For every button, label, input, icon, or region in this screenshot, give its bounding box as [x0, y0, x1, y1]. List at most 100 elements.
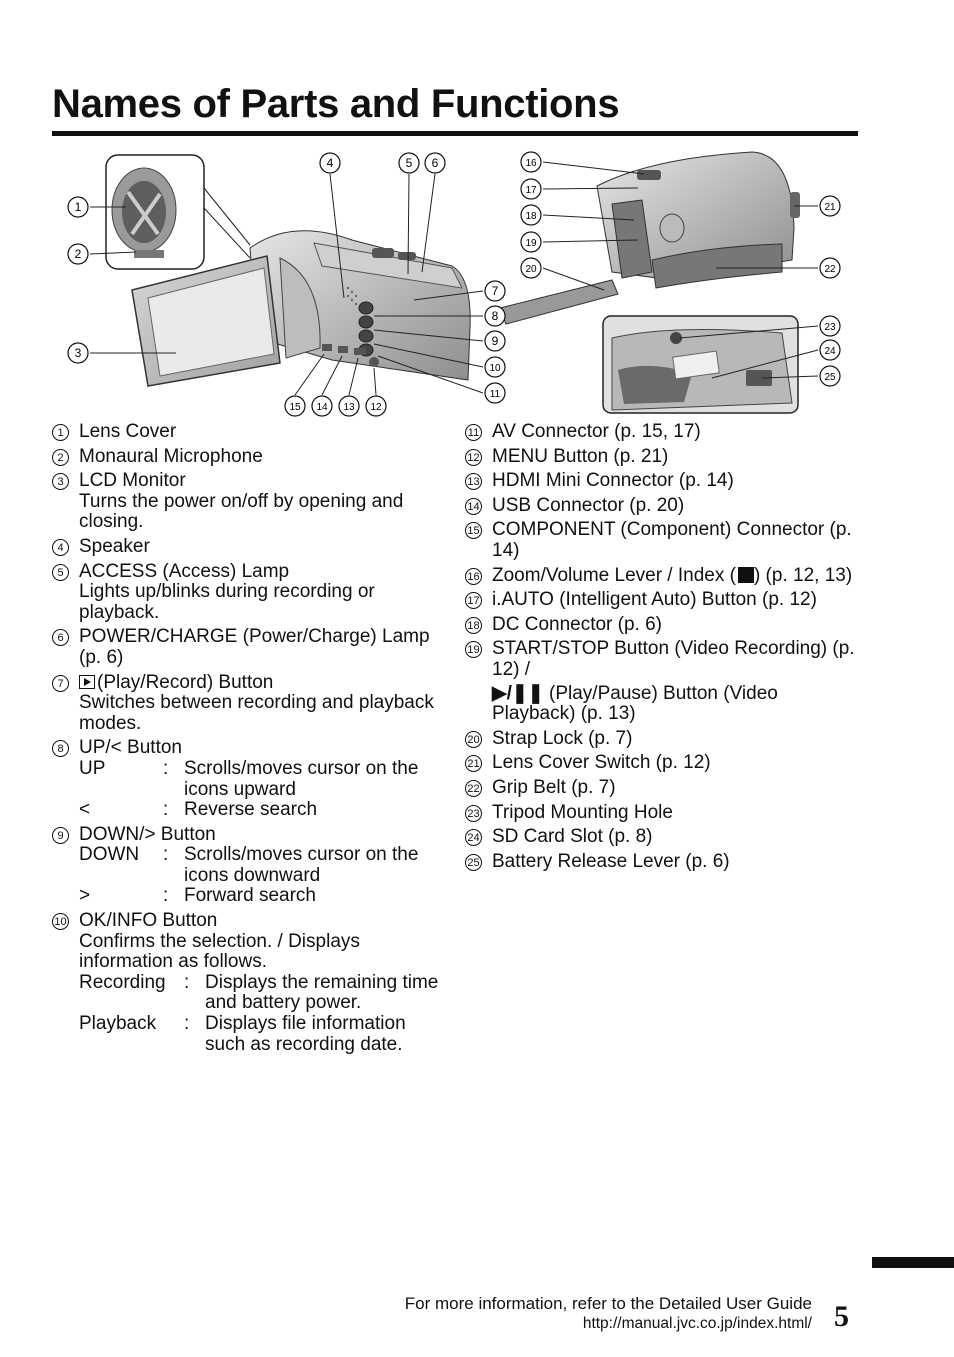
callout-20: 20: [520, 257, 542, 279]
callout-19: 19: [520, 231, 542, 253]
callout-label: 24: [824, 346, 836, 357]
item-number: 22: [465, 779, 482, 797]
callout-label: 14: [316, 402, 328, 413]
sub-entry: Playback:Displays file information such …: [79, 1013, 447, 1055]
callout-4: 4: [319, 152, 341, 174]
callout-5: 5: [398, 152, 420, 174]
item-name: COMPONENT (Component) Connector (p. 14): [492, 519, 852, 561]
callout-label: 8: [492, 309, 499, 323]
item-name-line2: (Play/Pause) Button (Video Playback) (p.…: [492, 682, 778, 725]
sub-separator: :: [163, 799, 169, 821]
item-name: i.AUTO (Intelligent Auto) Button (p. 12): [492, 589, 817, 611]
index-icon: [735, 566, 754, 583]
item-name: AV Connector (p. 15, 17): [492, 421, 701, 442]
play-record-icon: [79, 674, 95, 689]
sub-key: UP: [79, 757, 106, 779]
item-description: Confirms the selection. / Displays infor…: [79, 930, 360, 973]
item-name: DOWN/> Button: [79, 823, 216, 845]
footer: For more information, refer to the Detai…: [405, 1294, 812, 1334]
list-item: 5 ACCESS (Access) Lamp Lights up/blinks …: [52, 561, 447, 624]
item-name: Strap Lock (p. 7): [492, 727, 633, 749]
list-item: 21 Lens Cover Switch (p. 12): [465, 753, 865, 774]
item-number: 7: [52, 674, 69, 692]
callout-label: 17: [525, 185, 537, 196]
callout-label: 15: [289, 402, 301, 413]
sub-entry: Recording:Displays the remaining time an…: [79, 971, 447, 1014]
callout-12: 12: [365, 395, 387, 417]
sub-entry: <:Reverse search: [79, 799, 447, 821]
callout-label: 20: [525, 264, 537, 275]
callout-label: 1: [75, 200, 82, 214]
list-item: 3 LCD Monitor Turns the power on/off by …: [52, 471, 447, 533]
leader-lines: [89, 161, 819, 396]
list-item: 19 START/STOP Button (Video Recording) (…: [465, 638, 865, 725]
item-name: Lens Cover: [79, 421, 177, 442]
callout-13: 13: [338, 395, 360, 417]
item-number: 16: [465, 567, 482, 585]
callout-label: 13: [343, 402, 355, 413]
page-title: Names of Parts and Functions: [52, 82, 620, 126]
callout-3: 3: [67, 342, 89, 364]
callout-label: 3: [75, 346, 82, 360]
callout-7: 7: [484, 280, 506, 302]
callout-label: 9: [492, 334, 499, 348]
callout-24: 24: [819, 339, 841, 361]
item-name: Zoom/Volume Lever / Index (: [492, 564, 736, 586]
item-name: (Play/Record) Button: [97, 671, 274, 693]
list-item: 6 POWER/CHARGE (Power/Charge) Lamp (p. 6…: [52, 626, 447, 668]
item-number: 24: [465, 829, 482, 847]
callout-21: 21: [819, 195, 841, 217]
sub-key: >: [79, 885, 91, 907]
item-name: UP/< Button: [79, 737, 182, 759]
callout-label: 2: [75, 247, 82, 261]
item-name: MENU Button (p. 21): [492, 445, 669, 467]
item-name: Monaural Microphone: [79, 445, 263, 467]
item-name-suffix: ) (p. 12, 13): [753, 564, 853, 586]
sub-value: Scrolls/moves cursor on the icons downwa…: [184, 844, 419, 886]
play-pause-icon: ▶/❚❚: [492, 682, 544, 704]
item-name: SD Card Slot (p. 8): [492, 826, 653, 848]
item-number: 8: [52, 740, 69, 758]
list-item: 22 Grip Belt (p. 7): [465, 776, 865, 799]
callout-11: 11: [484, 382, 506, 404]
item-number: 2: [52, 448, 69, 466]
callout-label: 10: [489, 363, 501, 374]
callout-label: 12: [370, 402, 382, 413]
item-number: 21: [465, 755, 482, 773]
item-number: 13: [465, 473, 482, 491]
footer-url-link[interactable]: http://manual.jvc.co.jp/index.html/: [582, 1315, 812, 1332]
item-description: Turns the power on/off by opening and cl…: [79, 490, 404, 533]
item-description: Lights up/blinks during recording or pla…: [79, 581, 375, 623]
sub-value: Displays the remaining time and battery …: [205, 971, 439, 1014]
callout-1: 1: [67, 196, 89, 218]
item-number: 14: [465, 497, 482, 515]
camcorder-diagram: 1 2 3 4 5 6 7 8 9 10 11 12 13 14 15 16 1…: [67, 151, 841, 417]
item-name: Battery Release Lever (p. 6): [492, 850, 730, 872]
parts-list-left: 1 Lens Cover 2 Monaural Microphone 3 LCD…: [52, 421, 447, 1059]
item-number: 10: [52, 913, 69, 931]
item-number: 3: [52, 473, 69, 491]
sub-entry: UP:Scrolls/moves cursor on the icons upw…: [79, 757, 447, 800]
callout-18: 18: [520, 204, 542, 226]
callout-label: 11: [490, 389, 501, 400]
page-number: 5: [834, 1300, 849, 1333]
title-rule: [52, 131, 858, 136]
sub-separator: :: [163, 757, 169, 779]
item-name: Grip Belt (p. 7): [492, 776, 616, 798]
list-item: 16 Zoom/Volume Lever / Index ( ) (p. 12, …: [465, 564, 865, 587]
item-number: 4: [52, 538, 69, 556]
item-name: Lens Cover Switch (p. 12): [492, 752, 711, 774]
callout-23: 23: [819, 315, 841, 337]
callout-15: 15: [284, 395, 306, 417]
callout-14: 14: [311, 395, 333, 417]
item-number: 19: [465, 641, 482, 659]
item-number: 25: [465, 853, 482, 871]
callout-2: 2: [67, 243, 89, 265]
item-name: Tripod Mounting Hole: [492, 801, 673, 823]
item-name: HDMI Mini Connector (p. 14): [492, 470, 734, 492]
